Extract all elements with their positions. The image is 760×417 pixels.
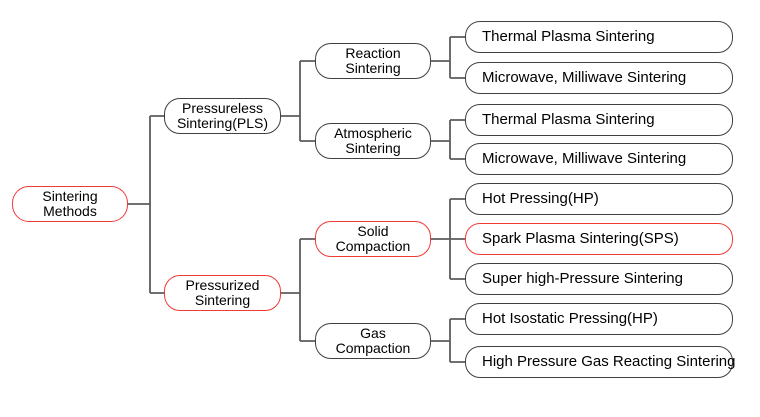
- connector-pressureless-to-children: [281, 60, 315, 142]
- node-label: Reaction Sintering: [345, 45, 401, 76]
- node-label: High Pressure Gas Reacting Sintering: [482, 353, 736, 370]
- node-label: Thermal Plasma Sintering: [482, 111, 655, 128]
- node-label: Gas Compaction: [335, 325, 411, 356]
- node-label: Pressurized Sintering: [185, 277, 260, 308]
- node-reaction-sintering: Reaction Sintering: [315, 43, 431, 79]
- node-solid-compaction: Solid Compaction: [315, 221, 431, 257]
- node-label: Hot Pressing(HP): [482, 190, 599, 207]
- node-label: Microwave, Milliwave Sintering: [482, 69, 687, 86]
- node-gas-compaction: Gas Compaction: [315, 323, 431, 359]
- node-label: Spark Plasma Sintering(SPS): [482, 230, 679, 247]
- node-label: Solid Compaction: [335, 223, 411, 254]
- node-label: Microwave, Milliwave Sintering: [482, 150, 687, 167]
- node-microwave-milliwave-sintering-1: Microwave, Milliwave Sintering: [465, 62, 733, 94]
- connector-atmospheric-to-leaves: [431, 119, 465, 160]
- connector-root-to-level2: [128, 115, 164, 294]
- connector-gas-to-leaves: [431, 318, 465, 363]
- node-hot-pressing: Hot Pressing(HP): [465, 183, 733, 215]
- node-hot-isostatic-pressing: Hot Isostatic Pressing(HP): [465, 303, 733, 335]
- node-super-high-pressure-sintering: Super high-Pressure Sintering: [465, 263, 733, 295]
- node-sintering-methods: Sintering Methods: [12, 186, 128, 222]
- node-label: Super high-Pressure Sintering: [482, 270, 683, 287]
- node-spark-plasma-sintering: Spark Plasma Sintering(SPS): [465, 223, 733, 255]
- node-label: Hot Isostatic Pressing(HP): [482, 310, 658, 327]
- connector-reaction-to-leaves: [431, 36, 465, 79]
- node-thermal-plasma-sintering-1: Thermal Plasma Sintering: [465, 21, 733, 53]
- connector-solid-to-leaves: [431, 198, 465, 280]
- node-label: Atmospheric Sintering: [334, 125, 412, 156]
- node-label: Sintering Methods: [42, 188, 98, 219]
- node-microwave-milliwave-sintering-2: Microwave, Milliwave Sintering: [465, 143, 733, 175]
- node-label: Thermal Plasma Sintering: [482, 28, 655, 45]
- node-pressurized-sintering: Pressurized Sintering: [164, 275, 281, 311]
- node-pressureless-sintering: Pressureless Sintering(PLS): [164, 98, 281, 134]
- node-atmospheric-sintering: Atmospheric Sintering: [315, 123, 431, 159]
- node-high-pressure-gas-reacting-sintering: High Pressure Gas Reacting Sintering: [465, 346, 736, 378]
- connector-pressurized-to-children: [281, 238, 315, 342]
- node-label: Pressureless Sintering(PLS): [176, 100, 269, 131]
- node-thermal-plasma-sintering-2: Thermal Plasma Sintering: [465, 104, 733, 136]
